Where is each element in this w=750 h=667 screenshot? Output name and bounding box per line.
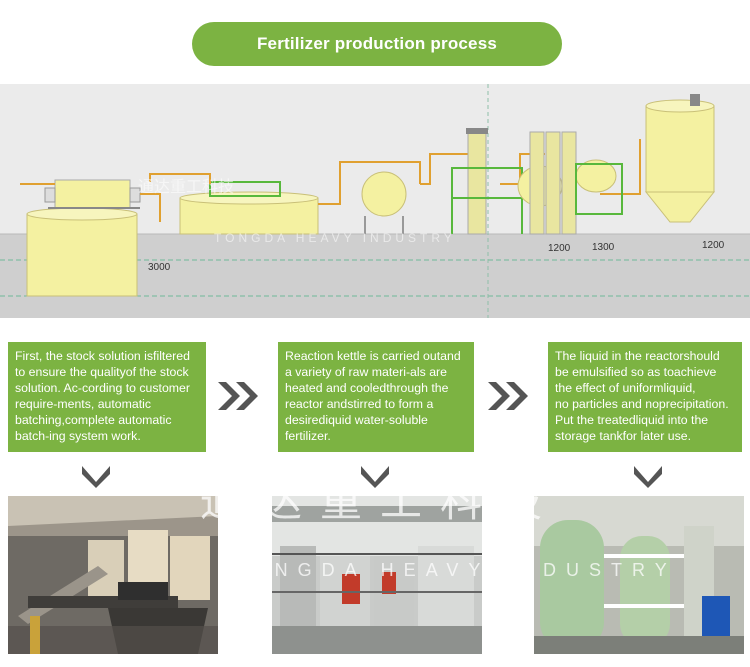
bottom-watermark-en: TONGDA HEAVY INDUSTRY bbox=[230, 560, 677, 580]
process-diagram: 通达重工科技 TONGDA HEAVY INDUSTRY 3000 1200 1… bbox=[0, 84, 750, 318]
photo-reaction-equipment bbox=[272, 496, 482, 654]
photo-emulsifying-tanks bbox=[534, 496, 744, 654]
storage-tank-left bbox=[26, 207, 138, 297]
dim-mid-right: 1300 bbox=[592, 242, 615, 253]
filter-unit bbox=[44, 179, 141, 209]
reaction-kettle bbox=[361, 171, 407, 234]
page-title-text: Fertilizer production process bbox=[256, 34, 498, 53]
step-2-box: Reaction kettle is carried outand a vari… bbox=[278, 342, 474, 452]
dim-right-height: 1200 bbox=[702, 240, 725, 251]
down-arrow-icon-2 bbox=[361, 466, 389, 488]
mixing-tank bbox=[179, 181, 319, 235]
next-step-arrow-icon-1 bbox=[218, 382, 258, 410]
platform-frame-right bbox=[575, 163, 623, 215]
diagram-watermark-cn: 通达重工科技 bbox=[138, 178, 234, 196]
next-step-arrow-icon-2 bbox=[488, 382, 528, 410]
dim-left-depth: 3000 bbox=[148, 262, 171, 273]
down-arrow-icon-3 bbox=[634, 466, 662, 488]
storage-tank-right bbox=[644, 94, 716, 223]
page-title: Fertilizer production process bbox=[192, 22, 562, 66]
step-1-text: First, the stock solution isfiltered to … bbox=[15, 349, 190, 443]
step-2-text: Reaction kettle is carried outand a vari… bbox=[285, 349, 461, 443]
dim-mid-height: 1200 bbox=[548, 243, 571, 254]
step-3-box: The liquid in the reactorshould be emuls… bbox=[548, 342, 742, 452]
elevator-column-1 bbox=[466, 128, 488, 235]
down-arrow-icon-1 bbox=[82, 466, 110, 488]
photo-batching-system bbox=[8, 496, 218, 654]
step-3-text: The liquid in the reactorshould be emuls… bbox=[555, 349, 729, 443]
bottom-watermark-cn: 通达重工科技 bbox=[200, 478, 561, 525]
diagram-watermark-en: TONGDA HEAVY INDUSTRY bbox=[214, 231, 456, 245]
step-1-box: First, the stock solution isfiltered to … bbox=[8, 342, 206, 452]
elevator-columns-2 bbox=[529, 131, 577, 235]
